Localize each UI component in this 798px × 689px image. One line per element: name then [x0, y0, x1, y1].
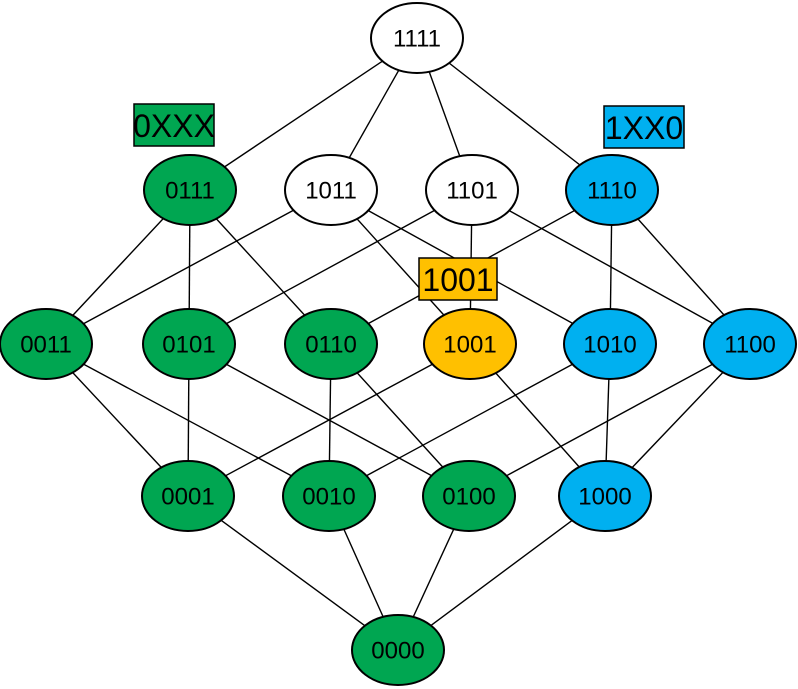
edge-0011-0010: [45, 343, 330, 497]
node-ellipse-1101: [425, 154, 519, 226]
node-0111: 0111: [143, 154, 237, 226]
group-label-text-1xx0: 1XX0: [605, 110, 683, 146]
group-label-1xx0: 1XX0: [603, 105, 685, 149]
edge-1010-0010: [328, 343, 611, 497]
node-label-1111: 1111: [393, 26, 441, 53]
group-label-box-1001: [418, 257, 498, 301]
node-label-0010: 0010: [302, 484, 355, 511]
node-1100: 1100: [703, 308, 797, 380]
edge-1100-0100: [468, 343, 751, 497]
edge-0001-0000: [187, 495, 399, 651]
node-1111: 1111: [370, 2, 464, 74]
node-ellipse-0011: [0, 308, 93, 380]
node-1001: 1001: [423, 308, 517, 380]
node-ellipse-1110: [565, 154, 659, 226]
node-label-0101: 0101: [162, 332, 215, 359]
node-label-1010: 1010: [583, 332, 636, 359]
node-label-0001: 0001: [161, 484, 214, 511]
edge-1111-0111: [189, 37, 418, 191]
node-ellipse-0010: [282, 460, 376, 532]
group-label-text-0xxx: 0XXX: [133, 108, 215, 144]
node-0010: 0010: [282, 460, 376, 532]
node-1010: 1010: [563, 308, 657, 380]
node-1011: 1011: [284, 154, 378, 226]
node-0101: 0101: [142, 308, 236, 380]
node-label-0100: 0100: [442, 484, 495, 511]
node-ellipse-1001: [423, 308, 517, 380]
node-ellipse-1010: [563, 308, 657, 380]
labels-layer: 0XXX 1XX0 1001: [133, 103, 685, 301]
node-ellipse-1100: [703, 308, 797, 380]
edge-1101-0101: [188, 189, 473, 345]
node-0011: 0011: [0, 308, 93, 380]
group-label-box-1xx0: [603, 105, 685, 149]
node-label-1001: 1001: [443, 332, 496, 359]
node-label-0111: 0111: [165, 178, 215, 205]
node-ellipse-0001: [141, 460, 235, 532]
group-label-0xxx: 0XXX: [133, 103, 215, 147]
node-1101: 1101: [425, 154, 519, 226]
node-1110: 1110: [565, 154, 659, 226]
node-label-0110: 0110: [305, 332, 357, 359]
node-label-1000: 1000: [578, 484, 631, 511]
node-ellipse-0110: [284, 308, 378, 380]
node-ellipse-1011: [284, 154, 378, 226]
edge-1001-0001: [187, 343, 471, 497]
node-ellipse-0000: [351, 614, 445, 686]
node-0000: 0000: [351, 614, 445, 686]
node-label-1101: 1101: [446, 178, 498, 205]
node-ellipse-1111: [370, 2, 464, 74]
node-label-1100: 1100: [724, 332, 776, 359]
node-ellipse-0101: [142, 308, 236, 380]
node-0110: 0110: [284, 308, 378, 380]
node-ellipse-0100: [422, 460, 516, 532]
node-ellipse-1000: [558, 460, 652, 532]
group-label-box-0xxx: [133, 103, 215, 147]
node-0001: 0001: [141, 460, 235, 532]
node-label-0000: 0000: [371, 638, 424, 665]
edge-1000-0000: [397, 495, 606, 651]
node-1000: 1000: [558, 460, 652, 532]
node-ellipse-0111: [143, 154, 237, 226]
node-label-0011: 0011: [20, 332, 72, 359]
group-label-text-1001: 1001: [422, 262, 493, 298]
node-label-1011: 1011: [305, 178, 357, 205]
edge-1011-0011: [45, 189, 332, 345]
group-label-1001: 1001: [418, 257, 498, 301]
node-label-1110: 1110: [587, 178, 637, 205]
node-0100: 0100: [422, 460, 516, 532]
